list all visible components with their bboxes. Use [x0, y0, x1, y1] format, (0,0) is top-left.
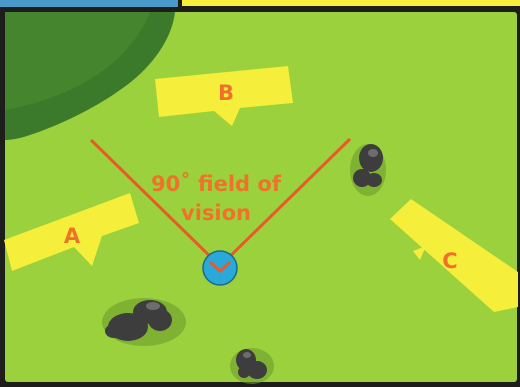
rock	[148, 309, 172, 331]
rock	[366, 173, 382, 187]
top-border-blue	[0, 0, 178, 7]
top-border-yellow	[182, 0, 520, 6]
rock	[359, 144, 383, 172]
rock-highlight	[368, 149, 378, 157]
viewer-marker	[203, 251, 237, 285]
fov-label-line1: 90˚ field of	[151, 172, 282, 196]
rock	[247, 361, 267, 379]
rock-group-bottom	[230, 348, 274, 384]
rock-group-lower-left	[102, 298, 186, 346]
fov-label-line2: vision	[181, 201, 251, 225]
zone-b-label: B	[218, 81, 234, 105]
rock-highlight	[146, 302, 160, 310]
zone-c-label: C	[442, 249, 457, 273]
zone-a-label: A	[64, 224, 81, 248]
rock-highlight	[243, 352, 251, 358]
rock-group-upper-right	[350, 144, 386, 196]
rock	[105, 324, 123, 338]
rock	[238, 366, 250, 378]
